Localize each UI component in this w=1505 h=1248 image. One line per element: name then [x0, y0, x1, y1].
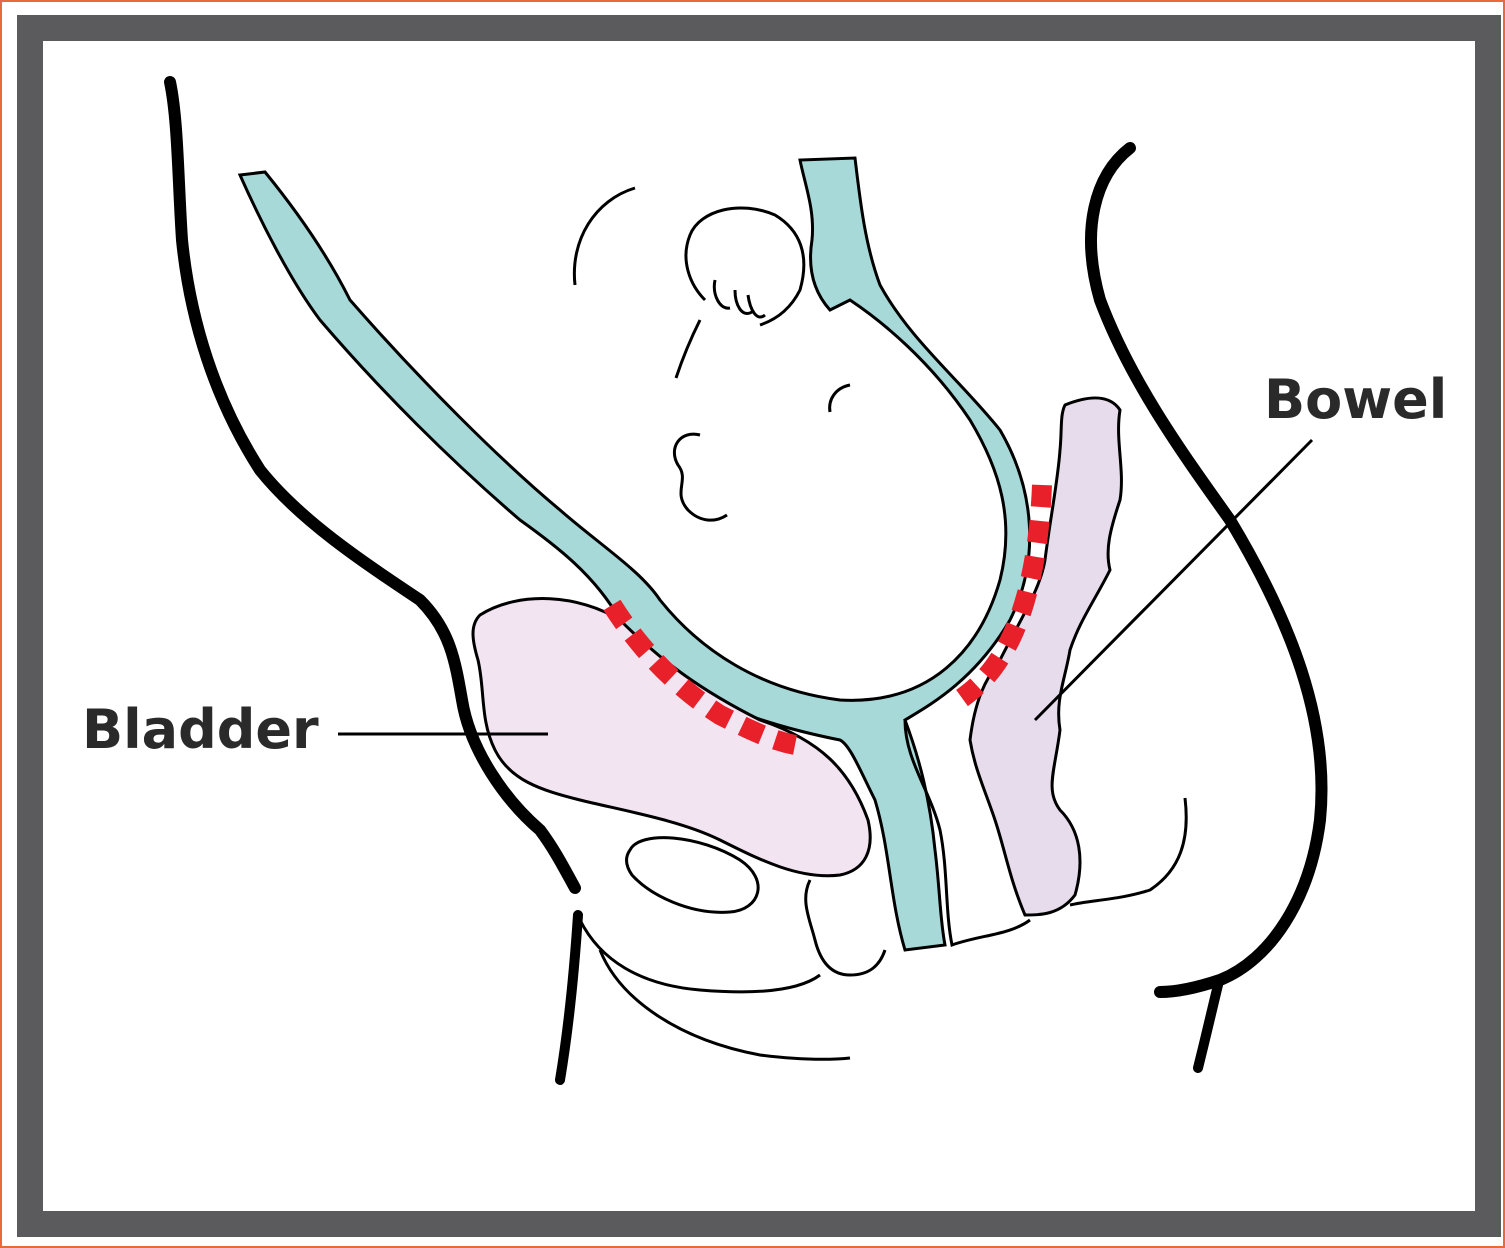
bowel-label: Bowel	[1264, 373, 1447, 427]
bladder-label: Bladder	[82, 703, 319, 757]
fetus-nose	[830, 385, 850, 412]
pelvic-floor-line	[580, 920, 820, 992]
diagram-frame	[30, 28, 1488, 1224]
back-contour	[1091, 148, 1321, 992]
fetus-fingers	[686, 208, 804, 325]
leg-front	[560, 915, 578, 1080]
leg-back	[1198, 985, 1218, 1068]
fetus-head-outline	[574, 188, 635, 285]
fetus-face-line	[676, 320, 700, 378]
perineum-line	[600, 950, 850, 1059]
fetus-mouth	[674, 434, 727, 520]
buttock-line	[1070, 798, 1186, 905]
vaginal-wall	[806, 880, 885, 975]
